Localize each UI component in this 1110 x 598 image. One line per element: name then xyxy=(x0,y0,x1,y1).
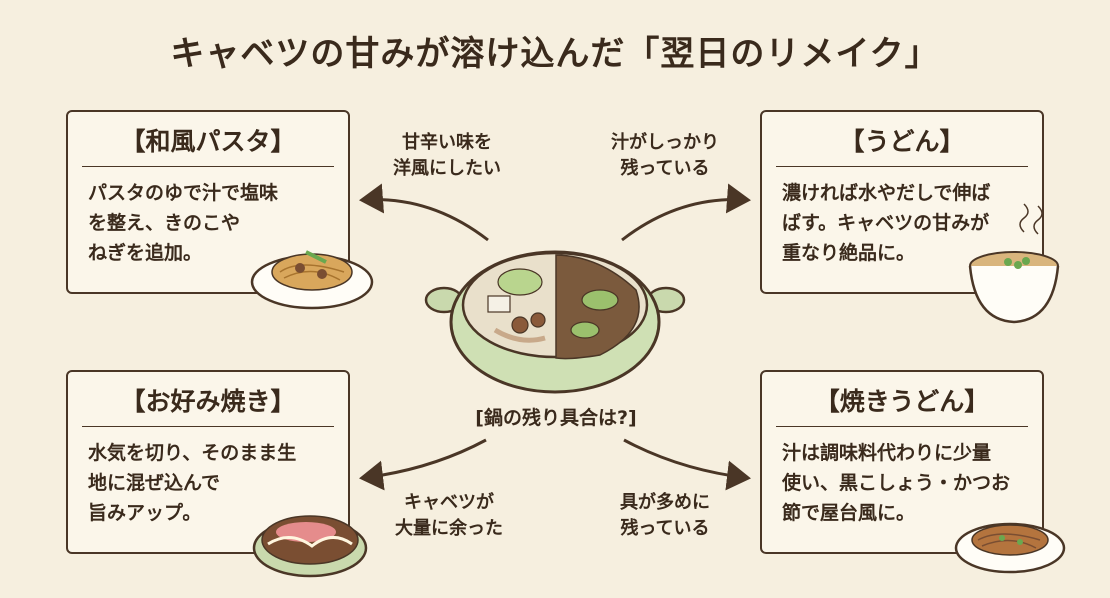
card-okonomiyaki: 【お好み焼き】 水気を切り、そのまま生 地に混ぜ込んで 旨みアップ。 xyxy=(66,370,350,554)
card-title: 【うどん】 xyxy=(839,127,965,156)
card-body: 汁は調味料代わりに少量 使い、黒こしょう・かつお 節で屋台風に。 xyxy=(782,442,1011,524)
arrow-bottom-left xyxy=(359,438,487,491)
card-udon: 【うどん】 濃ければ水やだしで伸ば ばす。キャベツの甘みが 重なり絶品に。 xyxy=(760,110,1044,294)
page-title: キャベツの甘みが溶け込んだ「翌日のリメイク」 xyxy=(170,34,940,74)
card-divider xyxy=(82,166,334,167)
card-body: 濃ければ水やだしで伸ば ばす。キャベツの甘みが 重なり絶品に。 xyxy=(782,182,991,264)
arrow-top-left xyxy=(359,183,489,242)
card-yakiudon: 【焼きうどん】 汁は調味料代わりに少量 使い、黒こしょう・かつお 節で屋台風に。 xyxy=(760,370,1044,554)
branch-label-top-right: 汁がしっかり 残っている xyxy=(611,132,719,179)
okonomiyaki-icon xyxy=(252,515,368,578)
arrow-bottom-right xyxy=(623,438,751,491)
udon-bowl-icon xyxy=(968,203,1060,324)
pasta-plate-icon xyxy=(250,250,374,310)
branch-label-top-left: 甘辛い味を 洋風にしたい xyxy=(393,132,501,179)
card-divider xyxy=(82,426,334,427)
card-divider xyxy=(776,166,1028,167)
card-title: 【お好み焼き】 xyxy=(120,387,296,416)
card-wafu-pasta: 【和風パスタ】 パスタのゆで汁で塩味 を整え、きのこや ねぎを追加。 xyxy=(66,110,350,294)
card-body: パスタのゆで汁で塩味 を整え、きのこや ねぎを追加。 xyxy=(88,182,279,264)
center-question-label: [鍋の残り具合は?] xyxy=(475,407,637,429)
branch-label-bottom-right: 具が多めに 残っている xyxy=(620,492,710,539)
branch-label-bottom-left: キャベツが 大量に余った xyxy=(395,492,503,539)
card-divider xyxy=(776,426,1028,427)
yakiudon-plate-icon xyxy=(954,522,1066,574)
nabe-pot-icon xyxy=(424,250,686,394)
arrow-top-right xyxy=(621,183,751,242)
card-title: 【和風パスタ】 xyxy=(120,127,296,156)
card-body: 水気を切り、そのまま生 地に混ぜ込んで 旨みアップ。 xyxy=(88,442,297,524)
card-title: 【焼きうどん】 xyxy=(814,387,990,416)
